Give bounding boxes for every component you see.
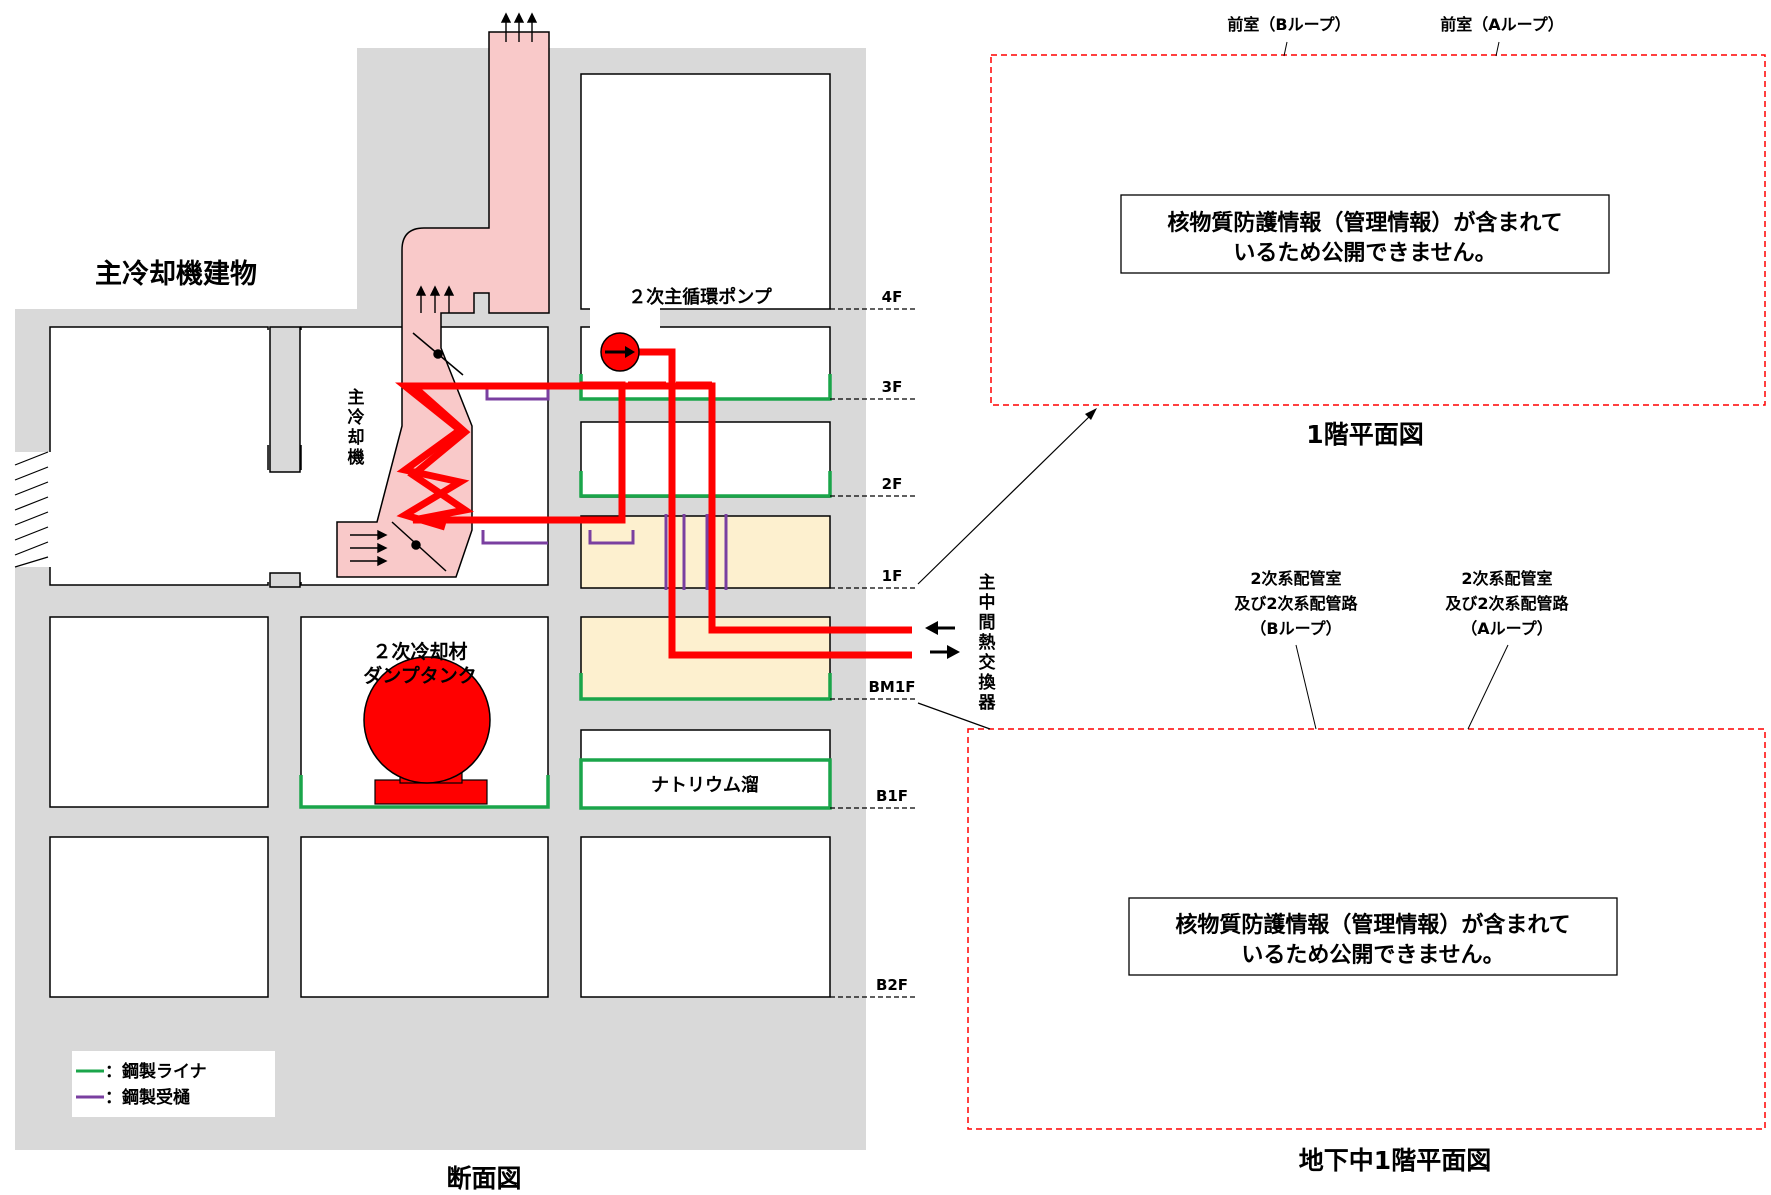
dump-tank-icon — [363, 656, 491, 805]
ihx-flow-arrows — [925, 621, 960, 659]
floor-label-3f: 3F — [882, 378, 903, 396]
plan-1f-frame — [990, 54, 1766, 406]
room-b-line2: 及び2次系配管路 — [1234, 594, 1358, 613]
room-a-line3: （Aループ） — [1461, 619, 1552, 638]
plan-1f-notice-box — [1120, 194, 1610, 274]
plan-1f-caption: 1階平面図 — [1306, 420, 1423, 449]
pointer-1f — [917, 413, 1093, 585]
room-b-line3: （Bループ） — [1250, 619, 1341, 638]
plan-1f: 前室（Bループ） 前室（Aループ） 核物質防護情報（管理情報）が含まれて いるた… — [990, 15, 1766, 449]
section-caption: 断面図 — [446, 1164, 521, 1193]
room — [580, 729, 831, 809]
cooler-duct — [336, 31, 550, 578]
plan-bm1f-notice-box — [1128, 897, 1618, 976]
plan-1f-notice-line2: いるため公開できません。 — [1233, 241, 1496, 266]
plan-bm1f-notice-line2: いるため公開できません。 — [1241, 943, 1504, 968]
pointer-bm1f — [917, 702, 991, 730]
legend-liner: ：鋼製ライナ — [105, 1061, 207, 1082]
room — [49, 836, 269, 998]
svg-text:交: 交 — [979, 652, 996, 673]
wall-opening — [267, 470, 303, 582]
room — [580, 836, 831, 998]
exhaust-arrows — [415, 12, 538, 313]
room — [49, 616, 269, 808]
floor-label-b2f: B2F — [876, 976, 908, 994]
room — [580, 421, 831, 498]
legend-gutter: ：鋼製受樋 — [105, 1087, 190, 1108]
wall-pier — [269, 572, 301, 588]
tank-label-line2: ダンプタンク — [363, 664, 476, 687]
plan-bm1f-notice-line1: 核物質防護情報（管理情報）が含まれて — [1175, 912, 1570, 938]
front-room-b-label: 前室（Bループ） — [1227, 15, 1350, 34]
room — [580, 73, 831, 310]
svg-text:主: 主 — [979, 572, 996, 593]
svg-text:換: 換 — [979, 672, 997, 693]
damper — [391, 332, 464, 572]
steel-gutters — [481, 386, 728, 590]
svg-text:機: 機 — [348, 447, 365, 468]
legend: ：鋼製ライナ ：鋼製受樋 — [72, 1051, 275, 1117]
sodium-piping — [395, 348, 912, 659]
svg-text:器: 器 — [978, 693, 997, 713]
plan-bm1f: 2次系配管室 及び2次系配管路 （Bループ） 2次系配管室 及び2次系配管路 （… — [917, 569, 1766, 1175]
plan-1f-notice-line1: 核物質防護情報（管理情報）が含まれて — [1167, 210, 1562, 236]
tank-label-line1: ２次冷却材 — [372, 640, 467, 663]
svg-text:主: 主 — [348, 387, 365, 408]
room-b-line1: 2次系配管室 — [1250, 569, 1341, 588]
room-a-line2: 及び2次系配管路 — [1445, 594, 1569, 613]
svg-text:間: 間 — [979, 613, 996, 633]
svg-text:中: 中 — [979, 592, 996, 613]
section-view: ナトリウム溜 ２次冷却材 ダンプタンク 主冷却機建物 ２次主循環ポンプ 主 — [14, 12, 997, 1193]
plan-bm1f-frame — [967, 728, 1766, 1130]
svg-text:熱: 熱 — [979, 632, 996, 653]
pointer-1f-arrowhead — [1085, 408, 1097, 420]
floor-label-1f: 1F — [882, 567, 903, 585]
building-title: 主冷却機建物 — [95, 259, 257, 290]
floor-levels — [830, 308, 918, 998]
intake-arrows — [350, 529, 388, 567]
floor-label-2f: 2F — [882, 475, 903, 493]
front-room-a-label: 前室（Aループ） — [1440, 15, 1563, 34]
pump-label: ２次主循環ポンプ — [628, 286, 772, 308]
svg-text:冷: 冷 — [348, 407, 365, 428]
wall-pier — [269, 326, 301, 473]
wall-gap — [590, 306, 660, 330]
svg-text:却: 却 — [348, 427, 365, 448]
plan-bm1f-caption: 地下中1階平面図 — [1299, 1146, 1491, 1175]
room — [300, 836, 549, 998]
floor-label-b1f: B1F — [876, 787, 908, 805]
ihx-label: 主 中 間 熱 交 換 器 — [978, 572, 997, 713]
floor-label-4f: 4F — [882, 288, 903, 306]
room-a-line1: 2次系配管室 — [1461, 569, 1552, 588]
floor-label-bm1f: BM1F — [868, 678, 915, 696]
sodium-pool-label: ナトリウム溜 — [651, 774, 759, 796]
louver — [14, 451, 51, 568]
room — [49, 326, 269, 586]
pump-icon — [600, 332, 640, 372]
cooler-label: 主 冷 却 機 — [348, 387, 365, 468]
